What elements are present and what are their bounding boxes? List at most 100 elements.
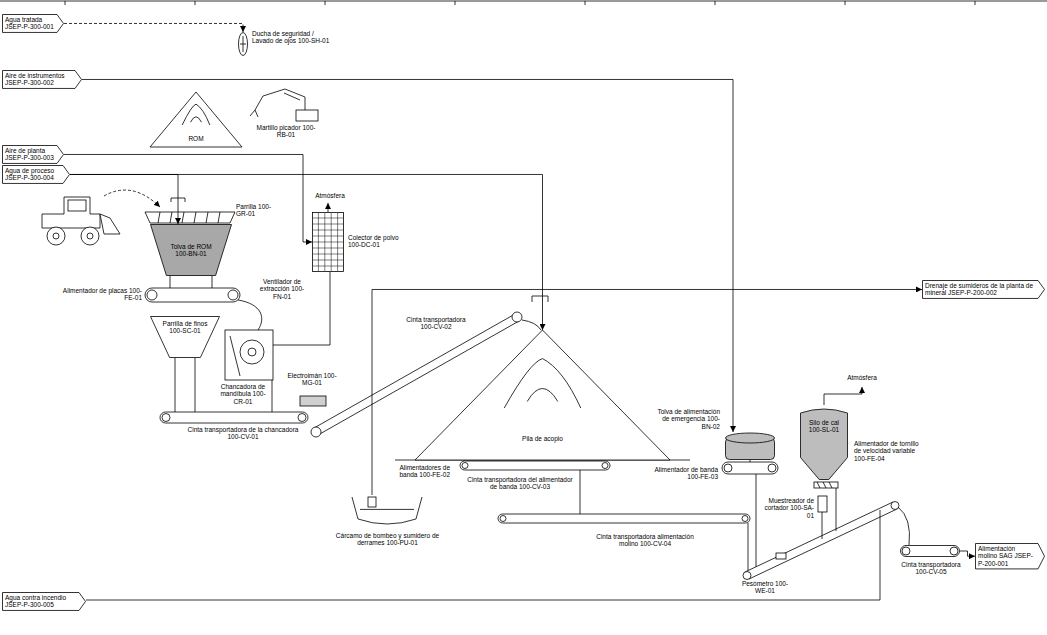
conveyor-belt-outline [900, 545, 960, 557]
pipe-line [82, 79, 733, 432]
equipment-tag: Ducha de seguridad / Lavado de ojos 100-… [252, 30, 336, 45]
offpage-connector: Agua contra incendio JSEP-P-300-005 [2, 592, 86, 611]
equipment-tag: Ventilador de extracción 100-FN-01 [258, 278, 306, 300]
belt-feeders [460, 461, 610, 514]
node-text: Parrilla de finos 100-SC-01 [162, 320, 208, 335]
lime-silo-outline [800, 405, 848, 480]
equipment-tag: Cinta transportadora del alimentador de … [466, 476, 574, 491]
equipment-tag: Alimentador de tornillo de velocidad var… [854, 440, 926, 462]
offpage-connector-outline [2, 165, 70, 184]
crusher-conveyor [160, 358, 308, 423]
rom-pile: ROM [150, 92, 242, 147]
equipment-tag: Cinta transportadora 100-CV-05 [894, 561, 968, 576]
offpage-connector: Agua de proceso JSEP-P-300-004 [2, 165, 70, 184]
vent-label: Atmósfera [842, 374, 882, 381]
stockpile-conveyor [311, 312, 541, 437]
node-text: Silo de cal 100-SL-01 [803, 419, 845, 434]
stockpile: Pila de acopio [415, 330, 670, 460]
equipment-tag: Muestreador de cortador 100-SA-01 [760, 497, 814, 519]
reclaim-conveyor [498, 514, 750, 572]
fines-grizzly: Parrilla de finos 100-SC-01 [150, 316, 220, 358]
offpage-connector-outline [975, 543, 1045, 569]
equipment-tag: Parrilla 100-GR-01 [236, 203, 280, 218]
feed-path-arrow [104, 190, 160, 207]
equipment-tag: Cinta transportadora 100-CV-02 [400, 316, 472, 331]
equipment-tag: Alimentador de placas 100-FE-01 [56, 287, 142, 302]
rock-breaker-symbol [250, 89, 318, 121]
node-text: Tolva de ROM 100-BN-01 [164, 243, 218, 258]
sump-pump: Cárcamo de bombeo y sumidero de derrames… [352, 495, 422, 527]
equipment-tag: Pesómetro 100-WE-01 [738, 580, 792, 595]
weightometer-symbol [776, 553, 786, 559]
node-text: Aire de instrumentos JSEP-P-300-002 [5, 72, 73, 87]
lime-silo: Silo de cal 100-SL-01 [800, 405, 848, 480]
node-text: Agua de proceso JSEP-P-300-004 [5, 167, 61, 182]
eyewash-station-outline [238, 32, 248, 56]
rom-hopper-outline [150, 224, 232, 276]
pipe-line [372, 289, 922, 495]
pipe-line [70, 174, 543, 330]
equipment-tag: Cinta transportadora de la chancadora 10… [186, 426, 300, 441]
pipe-line [70, 174, 178, 224]
node-text: ROM [150, 135, 242, 142]
conveyor-belt: Cinta transportadora 100-CV-05 [900, 545, 960, 557]
vent-label: Atmósfera [310, 192, 350, 199]
offpage-connector-outline [2, 14, 64, 33]
equipment-tag: Cinta transportadora alimentación molino… [596, 533, 694, 548]
dust-collector-outline [312, 212, 344, 272]
equipment-tag: Alimentador de banda 100-FE-03 [652, 466, 718, 481]
spray-symbol [532, 296, 548, 302]
chute [238, 300, 262, 330]
magnet-symbol [300, 396, 326, 406]
offpage-connector-outline [2, 70, 82, 89]
equipment-tag: Chancadora de mandíbula 100-CR-01 [216, 383, 270, 405]
node-text: Alimentación molino SAG JSEP-P-200-001 [978, 545, 1036, 567]
sump-pump-outline [352, 495, 422, 527]
pipe-line [64, 154, 312, 242]
apron-feeder [145, 276, 240, 302]
node-text: Drenaje de sumideros de la planta de min… [925, 282, 1036, 297]
node-text: Agua contra incendio JSEP-P-300-005 [5, 594, 77, 609]
offpage-connector-outline [2, 145, 64, 164]
equipment-tag: Cárcamo de bombeo y sumidero de derrames… [330, 532, 445, 547]
emergency-bin-outline [725, 432, 775, 460]
dust-duct [273, 272, 330, 345]
equipment-tag: Martillo picador 100-RB-01 [255, 124, 317, 139]
offpage-connector: Agua tratada JSEP-P-300-001 [2, 14, 64, 33]
fire-water-line [86, 510, 880, 600]
offpage-connector: Aire de planta JSEP-P-300-003 [2, 145, 64, 164]
rom-pile-outline [150, 92, 242, 147]
loader-illustration [42, 197, 120, 245]
jaw-crusher-symbol [225, 330, 273, 380]
offpage-connector-outline [2, 592, 86, 611]
pipe-line [64, 23, 243, 32]
rom-hopper: Tolva de ROM 100-BN-01 [150, 224, 232, 276]
grizzly-symbol [145, 212, 235, 223]
fines-grizzly-outline [150, 316, 220, 358]
offpage-connector: Aire de instrumentos JSEP-P-300-002 [2, 70, 82, 89]
pipe-line [960, 551, 975, 556]
node-text: Aire de planta JSEP-P-300-003 [5, 147, 55, 162]
silo-vent [824, 387, 862, 405]
mill-feed-conveyor [743, 502, 910, 580]
offpage-connector: Alimentación molino SAG JSEP-P-200-001 [975, 543, 1045, 569]
emergency-bin: Tolva de alimentación de emergencia 100-… [725, 432, 775, 460]
node-text: Agua tratada JSEP-P-300-001 [5, 16, 55, 31]
exhaust-arrow [328, 203, 329, 212]
dust-collector: Colector de polvo 100-DC-01 [312, 212, 344, 272]
equipment-tag: Colector de polvo 100-DC-01 [348, 234, 410, 249]
node-text: Pila de acopio [415, 435, 670, 442]
eyewash-station: Ducha de seguridad / Lavado de ojos 100-… [238, 32, 248, 56]
equipment-tag: Tolva de alimentación de emergencia 100-… [654, 408, 720, 430]
screw-feeder [814, 482, 838, 531]
stockpile-outline [415, 330, 670, 460]
equipment-tag: Alimentadores de banda 100-FE-02 [382, 464, 450, 479]
offpage-connector-outline [922, 280, 1045, 299]
sampler-symbol [818, 496, 827, 539]
emergency-feeder [722, 460, 778, 567]
stockpile-floor [395, 460, 690, 461]
equipment-tag: Electroimán 100-MG-01 [286, 372, 338, 387]
